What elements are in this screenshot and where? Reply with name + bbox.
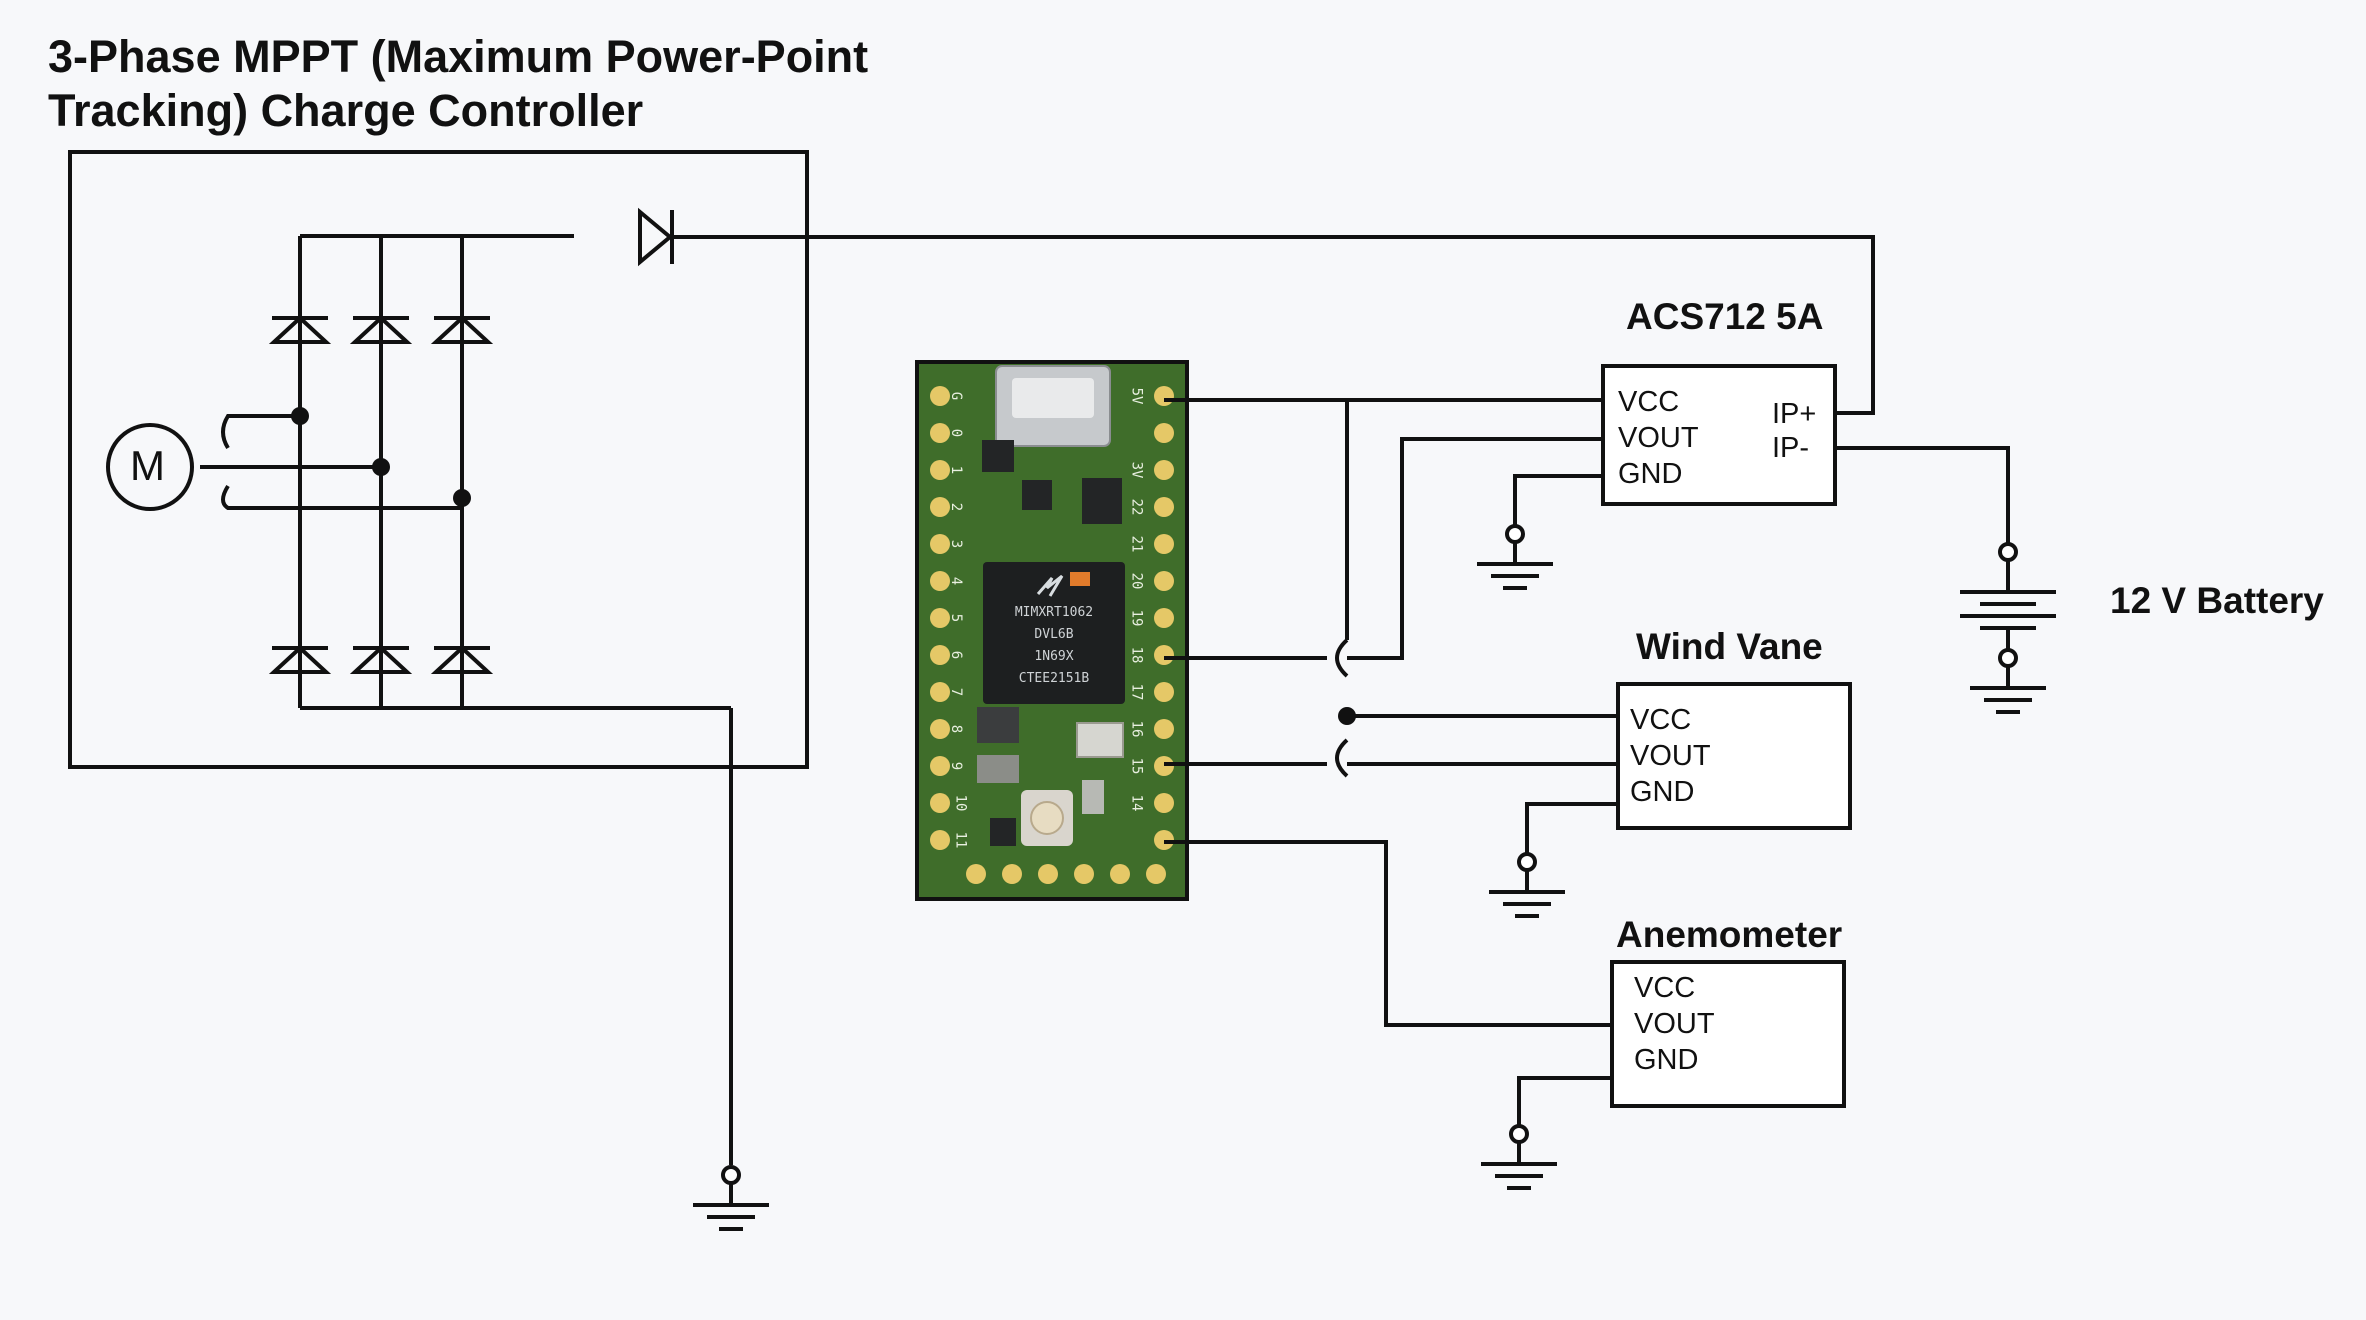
acs712-vcc-label: VCC	[1618, 386, 1680, 418]
wind-vane-vout-label: VOUT	[1630, 740, 1711, 772]
chip-line: MIMXRT1062	[1014, 605, 1094, 620]
board-pin-number: 3V	[1128, 461, 1145, 479]
board-pin-number: 5V	[1128, 387, 1145, 405]
signal-wires	[1164, 398, 2010, 1130]
header-pad	[1110, 864, 1130, 884]
anemometer-vcc-label: VCC	[1634, 972, 1696, 1004]
board-pin-number: 2	[948, 502, 965, 512]
diagram-title: 3-Phase MPPT (Maximum Power-Point Tracki…	[48, 30, 868, 138]
header-pad	[1154, 534, 1174, 554]
output-diode	[638, 207, 674, 267]
wind-vane-gnd-label: GND	[1630, 776, 1695, 808]
junction-dots	[291, 407, 471, 507]
wind-vane-vcc-label: VCC	[1630, 704, 1692, 736]
chip-marking: MIMXRT1062 DVL6B 1N69X CTEE2151B	[987, 602, 1121, 690]
vcc-junction-dot	[1338, 707, 1356, 725]
board-pin-number: 15	[1128, 757, 1145, 775]
header-pad	[930, 608, 950, 628]
microcontroller-board	[915, 360, 1189, 901]
board-pin-number: 1	[948, 465, 965, 475]
board-pin-number: 10	[952, 794, 969, 812]
wind-vane-title: Wind Vane	[1636, 626, 1823, 667]
header-pad	[1154, 719, 1174, 739]
header-pad	[1154, 793, 1174, 813]
acs712-title: ACS712 5A	[1626, 296, 1824, 337]
header-pad	[930, 793, 950, 813]
ground-controller	[691, 1165, 771, 1231]
header-pad	[966, 864, 986, 884]
board-pin-number: G	[948, 391, 965, 401]
acs712-vout-label: VOUT	[1618, 422, 1699, 454]
wire-to-ip-plus	[672, 235, 1875, 415]
header-pad	[930, 460, 950, 480]
ground-anemometer	[1479, 1124, 1559, 1190]
board-pin-number: 4	[948, 576, 965, 586]
generator-symbol	[106, 423, 194, 511]
header-pad	[1074, 864, 1094, 884]
board-pin-number: 8	[948, 724, 965, 734]
ground-acs712	[1475, 524, 1555, 590]
board-pin-number: 20	[1128, 572, 1145, 590]
board-pin-number: 14	[1128, 794, 1145, 812]
header-pad	[930, 645, 950, 665]
board-pin-number: 9	[948, 761, 965, 771]
generator-label: M	[130, 442, 165, 489]
header-pad	[930, 386, 950, 406]
battery-symbol	[1960, 542, 2056, 650]
board-pin-number: 0	[948, 428, 965, 438]
wind-vane-box	[1616, 682, 1852, 830]
board-pin-number: 16	[1128, 720, 1145, 738]
header-pad	[930, 571, 950, 591]
board-pin-number: 11	[952, 831, 969, 849]
chip-line: DVL6B	[1034, 627, 1074, 642]
header-pad	[1002, 864, 1022, 884]
board-pin-number: 7	[948, 687, 965, 697]
header-pad	[1154, 386, 1174, 406]
board-pin-number: 5	[948, 613, 965, 623]
header-pad	[1154, 645, 1174, 665]
ground-wind-vane	[1487, 852, 1567, 918]
acs712-box	[1601, 364, 1837, 506]
board-pin-number: 6	[948, 650, 965, 660]
board-pin-number: 19	[1128, 609, 1145, 627]
header-pad	[1154, 571, 1174, 591]
board-pin-number: 21	[1128, 535, 1145, 553]
header-pad	[1154, 608, 1174, 628]
header-pad	[930, 497, 950, 517]
acs712-gnd-label: GND	[1618, 458, 1683, 490]
chip-logo	[1036, 574, 1064, 597]
board-pin-number: 3	[948, 539, 965, 549]
header-pad	[930, 534, 950, 554]
header-pad	[930, 830, 950, 850]
board-pin-number: 17	[1128, 683, 1145, 701]
header-pad	[930, 719, 950, 739]
anemometer-title: Anemometer	[1616, 914, 1843, 955]
header-pad	[930, 423, 950, 443]
header-pad	[1154, 423, 1174, 443]
anemometer-gnd-label: GND	[1634, 1044, 1699, 1076]
title-line-2: Tracking) Charge Controller	[48, 85, 644, 136]
chip-line: 1N69X	[1034, 649, 1074, 664]
acs712-ip-minus-label: IP-	[1772, 432, 1810, 464]
header-pad	[1154, 460, 1174, 480]
anemometer-box	[1610, 960, 1846, 1108]
battery-label: 12 V Battery	[2110, 580, 2324, 621]
header-pad	[1154, 497, 1174, 517]
board-pin-number: 22	[1128, 498, 1145, 516]
header-pad	[930, 756, 950, 776]
board-pin-number: 18	[1128, 646, 1145, 664]
title-line-1: 3-Phase MPPT (Maximum Power-Point	[48, 31, 869, 82]
ground-battery	[1968, 648, 2048, 714]
header-pad	[1154, 682, 1174, 702]
anemometer-vout-label: VOUT	[1634, 1008, 1715, 1040]
acs712-ip-plus-label: IP+	[1772, 398, 1817, 430]
header-pad	[1146, 864, 1166, 884]
controller-box	[68, 150, 809, 769]
chip-line: CTEE2151B	[1018, 671, 1090, 686]
rectifier-bridge	[200, 234, 733, 1165]
header-pad	[930, 682, 950, 702]
header-pad	[1038, 864, 1058, 884]
